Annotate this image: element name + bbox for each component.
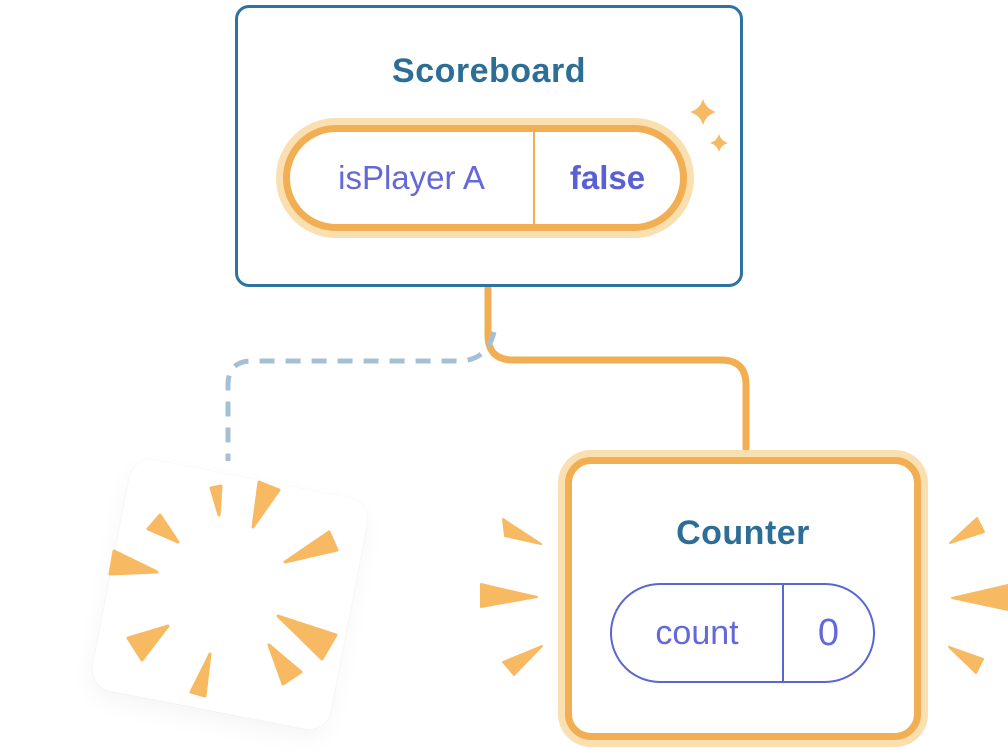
destroyed-state-card — [88, 456, 372, 733]
state-value: false — [569, 159, 646, 196]
state-key: count — [612, 585, 784, 681]
scoreboard-state-pill: isPlayer A false — [283, 125, 687, 231]
scoreboard-title: Scoreboard — [392, 52, 586, 90]
counter-state-pill: count 0 — [610, 583, 875, 683]
scoreboard-card: Scoreboard isPlayer A false — [235, 5, 743, 287]
emphasis-lines-right-icon — [948, 517, 1008, 674]
dashed-connector-line — [225, 331, 497, 461]
counter-title: Counter — [676, 514, 810, 552]
emphasis-lines-left-icon — [480, 518, 543, 676]
state-value: 0 — [817, 611, 840, 654]
state-key: isPlayer A — [290, 132, 535, 224]
solid-connector-line — [484, 284, 750, 460]
counter-card: Counter count 0 — [565, 457, 921, 740]
